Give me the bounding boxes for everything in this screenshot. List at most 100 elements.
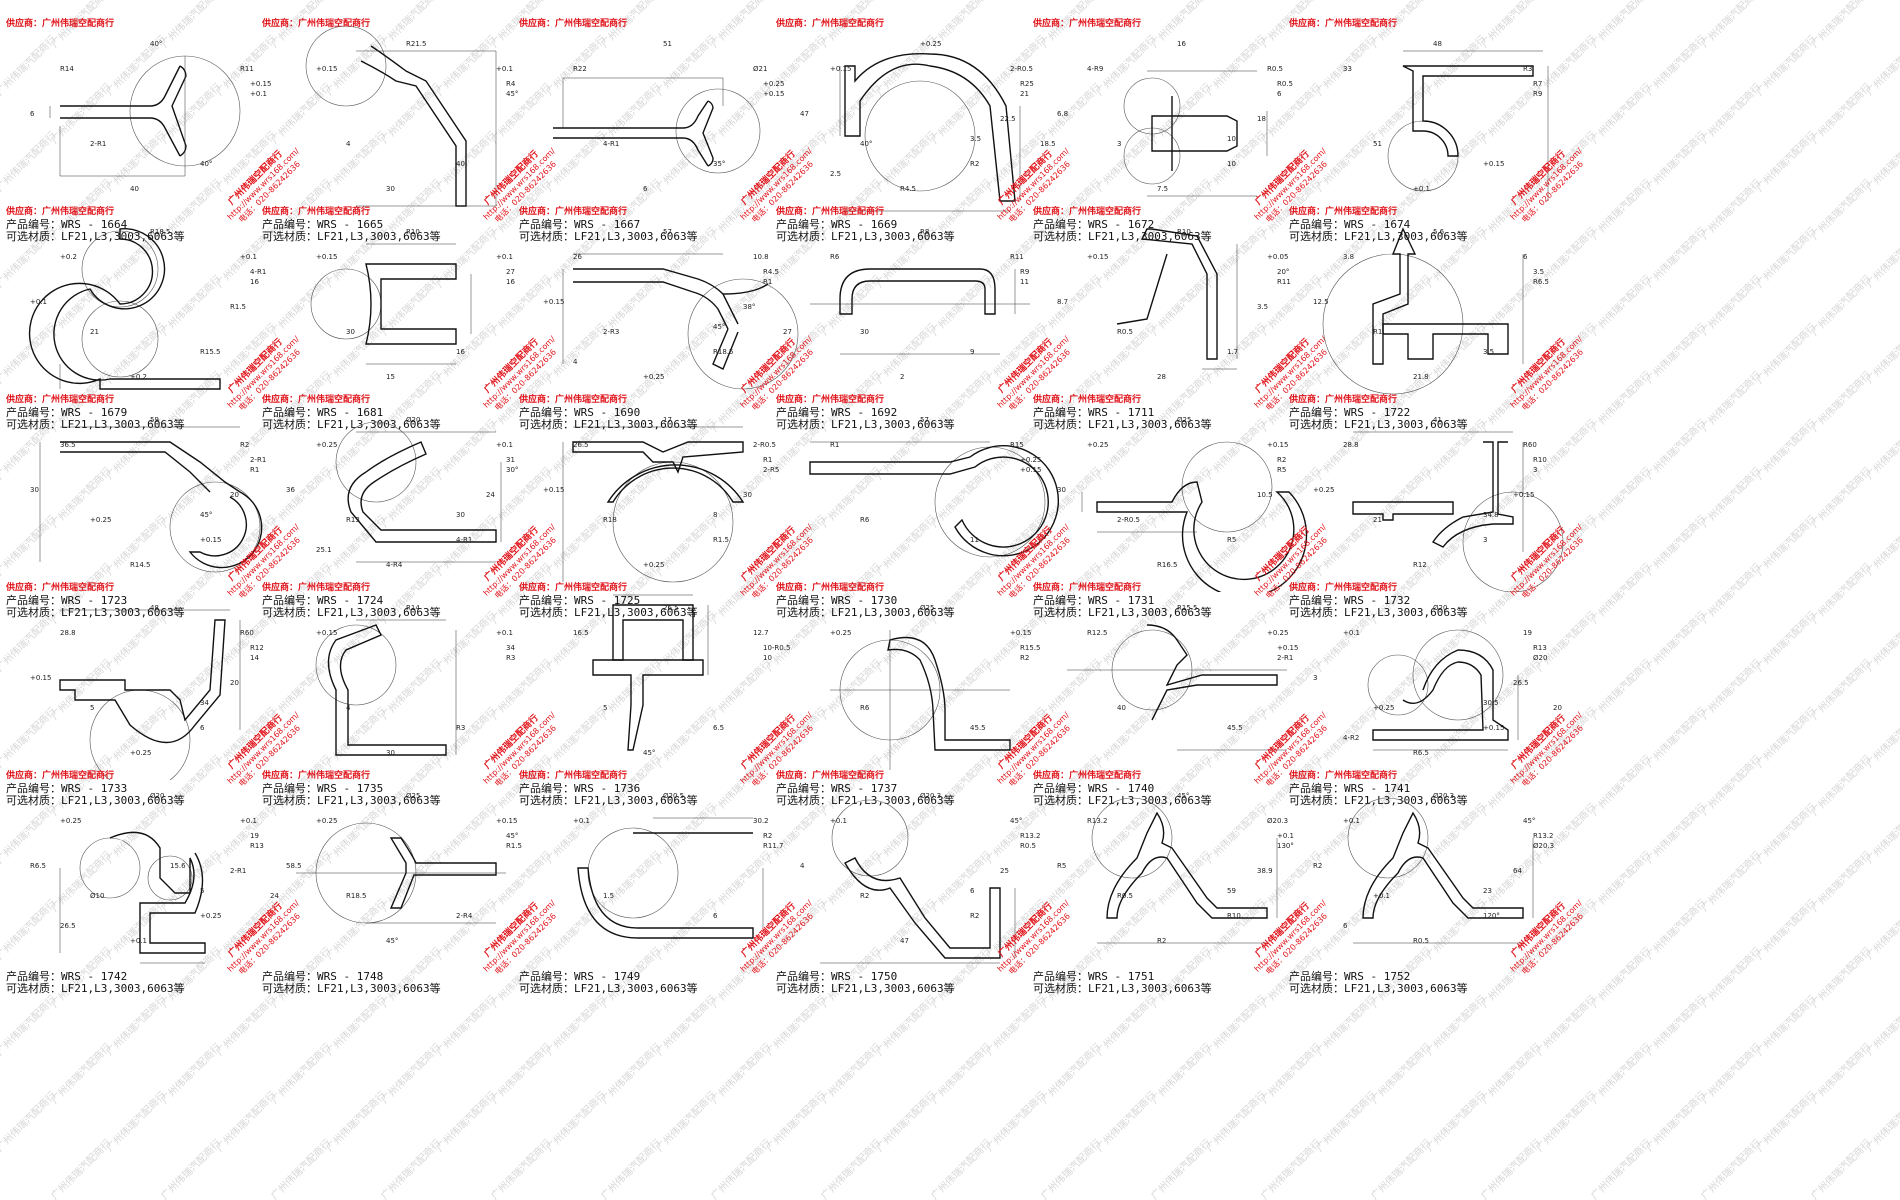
product-code: 产品编号：WRS - 1723 xyxy=(6,594,128,607)
product-code: 产品编号：WRS - 1672 xyxy=(1033,218,1155,231)
dimension-label: 27 xyxy=(506,268,515,276)
supplier-label: 供应商：广州伟瑞空配商行 xyxy=(262,583,371,593)
dimension-label: 16 xyxy=(456,348,465,356)
dimension-label: 45° xyxy=(643,749,655,757)
dimension-label: +0.1 xyxy=(496,441,513,449)
product-code: 产品编号：WRS - 1665 xyxy=(262,218,384,231)
dimension-label: +0.15 xyxy=(30,674,51,682)
dimension-label: R14.5 xyxy=(130,561,150,569)
dimension-label: 3 xyxy=(1313,674,1317,682)
dimension-label: R13 xyxy=(250,842,264,850)
product-code: 产品编号：WRS - 1730 xyxy=(776,594,898,607)
dimension-label: 45° xyxy=(713,323,725,331)
dimension-label: Ø20.5 xyxy=(663,792,684,800)
dimension-label: 130° xyxy=(1277,842,1294,850)
dimension-label: 2-R0.5 xyxy=(753,441,776,449)
dimension-label: 1.5 xyxy=(603,892,614,900)
dimension-label: 6 xyxy=(1343,922,1348,930)
dimension-label: 4-R9 xyxy=(1087,65,1103,73)
materials-text: 可选材质：LF21,L3,3003,6063等 xyxy=(519,982,698,995)
product-code: 产品编号：WRS - 1731 xyxy=(1033,594,1155,607)
dimension-label: R2 xyxy=(1157,937,1166,945)
dimension-label: 64 xyxy=(1513,867,1522,875)
materials-text: 可选材质：LF21,L3,3003,6063等 xyxy=(1033,606,1212,619)
dimension-label: R5 xyxy=(1277,466,1286,474)
dimension-label: +0.25 xyxy=(200,912,221,920)
dimension-label: R10 xyxy=(1533,456,1547,464)
dimension-label: 3 xyxy=(1533,466,1537,474)
dimension-label: 2-R5 xyxy=(763,466,779,474)
supplier-label: 供应商：广州伟瑞空配商行 xyxy=(1289,395,1398,405)
dimension-label: 6 xyxy=(970,887,975,895)
dimension-label: 5 xyxy=(90,704,94,712)
dimension-label: 2-R0.5 xyxy=(1117,516,1140,524)
materials-text: 可选材质：LF21,L3,3003,6063等 xyxy=(1033,794,1212,807)
product-code: 产品编号：WRS - 1664 xyxy=(6,218,128,231)
product-code: 产品编号：WRS - 1732 xyxy=(1289,594,1411,607)
dimension-label: 10-R0.5 xyxy=(763,644,790,652)
dimension-label: 2-R0.5 xyxy=(1010,65,1033,73)
dimension-label: 2-R1 xyxy=(1277,654,1293,662)
product-code: 产品编号：WRS - 1736 xyxy=(519,782,641,795)
dimension-label: +0.15 xyxy=(1483,160,1504,168)
dimension-label: Ø25 xyxy=(406,792,420,800)
supplier-label: 供应商：广州伟瑞空配商行 xyxy=(519,19,628,29)
dimension-label: +0.2 xyxy=(60,253,77,261)
dimension-label: 10 xyxy=(763,654,772,662)
product-code: 产品编号：WRS - 1724 xyxy=(262,594,384,607)
dimension-label: R4 xyxy=(506,80,516,88)
dimension-label: 8 xyxy=(713,511,717,519)
dimension-label: 19 xyxy=(250,832,259,840)
supplier-label: 供应商：广州伟瑞空配商行 xyxy=(1033,395,1142,405)
supplier-label: 供应商：广州伟瑞空配商行 xyxy=(519,771,628,781)
dimension-label: R0.5 xyxy=(1117,328,1133,336)
dimension-label: +0.1 xyxy=(250,90,267,98)
dimension-label: +0.15 xyxy=(1277,644,1298,652)
dimension-label: 2-R1 xyxy=(90,140,106,148)
materials-text: 可选材质：LF21,L3,3003,6063等 xyxy=(1033,982,1212,995)
dimension-label: R1 xyxy=(763,278,772,286)
dimension-label: 11 xyxy=(1020,278,1029,286)
dimension-label: R60 xyxy=(1523,441,1537,449)
materials-text: 可选材质：LF21,L3,3003,6063等 xyxy=(262,794,441,807)
dimension-label: R0.5 xyxy=(1277,80,1293,88)
supplier-label: 供应商：广州伟瑞空配商行 xyxy=(776,207,885,217)
dimension-label: 18 xyxy=(1257,115,1266,123)
dimension-label: +0.25 xyxy=(1313,486,1334,494)
dimension-label: +0.25 xyxy=(920,40,941,48)
dimension-label: 3.5 xyxy=(970,135,981,143)
materials-text: 可选材质：LF21,L3,3003,6063等 xyxy=(776,982,955,995)
dimension-label: R2 xyxy=(1020,654,1029,662)
dimension-label: 1.7 xyxy=(1227,348,1238,356)
materials-text: 可选材质：LF21,L3,3003,6063等 xyxy=(1289,418,1468,431)
materials-text: 可选材质：LF21,L3,3003,6063等 xyxy=(1289,606,1468,619)
product-code: 产品编号：WRS - 1733 xyxy=(6,782,128,795)
dimension-label: 4 xyxy=(800,862,805,870)
dimension-label: 2 xyxy=(900,373,904,381)
dimension-label: 45° xyxy=(1177,792,1189,800)
dimension-label: +0.15 xyxy=(763,90,784,98)
dimension-label: 4-R1 xyxy=(250,268,266,276)
dimension-label: 5 xyxy=(200,887,204,895)
dimension-label: R3 xyxy=(506,654,515,662)
supplier-label: 供应商：广州伟瑞空配商行 xyxy=(6,19,115,29)
dimension-label: Ø10 xyxy=(90,892,104,900)
dimension-label: 28 xyxy=(1157,373,1166,381)
product-code: 产品编号：WRS - 1690 xyxy=(519,406,641,419)
dimension-label: 40 xyxy=(456,160,465,168)
dimension-label: R16.5 xyxy=(1157,561,1177,569)
